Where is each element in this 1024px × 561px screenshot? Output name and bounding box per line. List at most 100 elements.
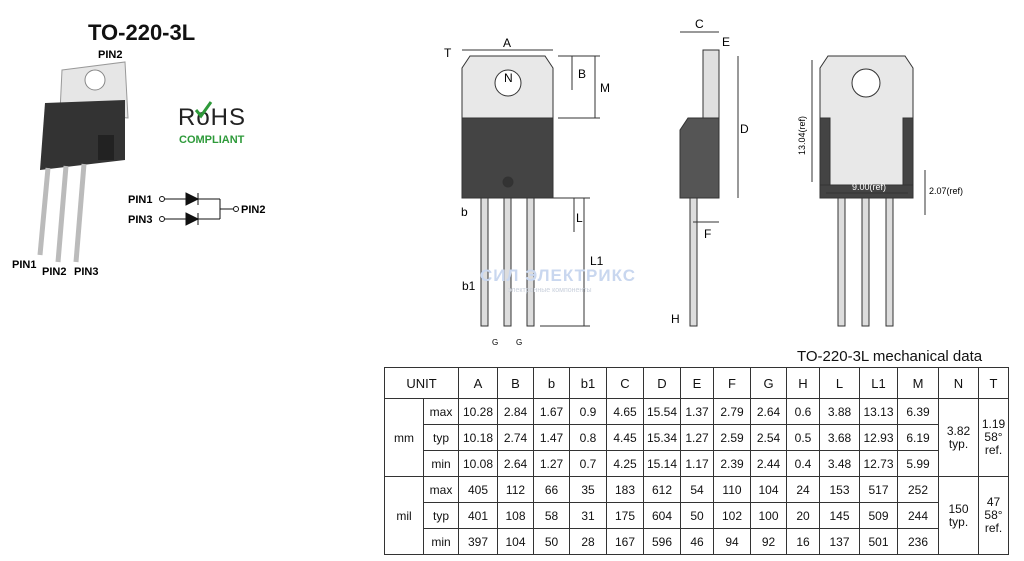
column-header-E: E (680, 367, 714, 399)
row-kind: max (423, 476, 459, 503)
value-cell: 612 (643, 476, 681, 503)
t-value-line: ref. (984, 521, 1003, 535)
package-3d-image (37, 61, 129, 263)
value-cell: 6.39 (897, 398, 939, 425)
rohs-logo: RoHS (178, 104, 247, 131)
column-header-C: C (606, 367, 644, 399)
dim-C: C (695, 17, 704, 31)
side-view-drawing (679, 31, 739, 327)
value-cell: 102 (713, 502, 751, 529)
row-kind: min (423, 528, 459, 555)
value-cell: 16 (786, 528, 820, 555)
value-cell: 1.27 (533, 450, 570, 477)
value-cell: 10.08 (458, 450, 498, 477)
value-cell: 20 (786, 502, 820, 529)
row-kind: typ (423, 424, 459, 451)
t-value-line: ref. (984, 443, 1003, 457)
dim-G-2: G (516, 338, 522, 345)
value-cell: 167 (606, 528, 644, 555)
column-header-b1: b1 (569, 367, 607, 399)
schematic-pin3: PIN3 (128, 214, 152, 226)
column-header-L: L (819, 367, 860, 399)
value-cell: 2.84 (497, 398, 534, 425)
watermark-sub: электронные компоненты (508, 287, 592, 294)
column-header-L1: L1 (859, 367, 898, 399)
value-cell: 1.17 (680, 450, 714, 477)
value-cell: 1.47 (533, 424, 570, 451)
value-cell: 3.68 (819, 424, 860, 451)
value-cell: 10.28 (458, 398, 498, 425)
dim-T: T (444, 46, 452, 60)
schematic-pin2: PIN2 (241, 204, 265, 216)
value-cell: 1.67 (533, 398, 570, 425)
value-cell: 183 (606, 476, 644, 503)
value-cell: 58 (533, 502, 570, 529)
value-cell: 501 (859, 528, 898, 555)
schematic-pin1: PIN1 (128, 194, 152, 206)
column-header-b: b (533, 367, 570, 399)
value-cell: 15.34 (643, 424, 681, 451)
value-cell: 108 (497, 502, 534, 529)
t-value-line: 47 (986, 495, 1001, 509)
column-header-N: N (938, 367, 979, 399)
row-kind: max (423, 398, 459, 425)
value-cell: 1.37 (680, 398, 714, 425)
value-cell: 401 (458, 502, 498, 529)
value-cell: 5.99 (897, 450, 939, 477)
pin2-label: PIN2 (42, 266, 66, 278)
pin2-top-label: PIN2 (98, 49, 122, 61)
t-value-line: 58° (984, 430, 1003, 444)
value-cell: 100 (750, 502, 787, 529)
value-cell: 10.18 (458, 424, 498, 451)
value-cell: 3.88 (819, 398, 860, 425)
value-cell: 112 (497, 476, 534, 503)
value-cell: 46 (680, 528, 714, 555)
value-cell: 4.45 (606, 424, 644, 451)
rohs-compliant: COMPLIANT (179, 134, 245, 146)
back-view-drawing (811, 55, 926, 327)
dim-F: F (704, 227, 711, 241)
value-cell: 31 (569, 502, 607, 529)
value-cell: 24 (786, 476, 820, 503)
dim-A: A (503, 36, 511, 50)
pin3-label: PIN3 (74, 266, 98, 278)
n-value-line: typ. (948, 514, 969, 529)
value-cell: 153 (819, 476, 860, 503)
value-cell: 2.64 (750, 398, 787, 425)
column-header-A: A (458, 367, 498, 399)
value-cell: 2.44 (750, 450, 787, 477)
n-value-line: 150 (948, 501, 969, 516)
dim-M: M (600, 81, 610, 95)
package-title: TO-220-3L (88, 20, 196, 45)
value-cell: 397 (458, 528, 498, 555)
value-cell: 2.79 (713, 398, 751, 425)
front-view-drawing (461, 49, 600, 327)
value-cell: 28 (569, 528, 607, 555)
value-cell: 405 (458, 476, 498, 503)
row-kind: min (423, 450, 459, 477)
value-cell: 244 (897, 502, 939, 529)
value-cell: 0.5 (786, 424, 820, 451)
unit-cell: mil (384, 476, 424, 555)
dim-b1: b1 (462, 279, 476, 293)
value-cell: 50 (680, 502, 714, 529)
value-cell: 252 (897, 476, 939, 503)
value-cell: 175 (606, 502, 644, 529)
value-cell: 137 (819, 528, 860, 555)
value-cell: 604 (643, 502, 681, 529)
dim-H: H (671, 312, 680, 326)
t-value-line: 58° (984, 508, 1003, 522)
value-cell: 104 (497, 528, 534, 555)
value-cell: 15.54 (643, 398, 681, 425)
pin1-label: PIN1 (12, 259, 36, 271)
value-cell: 2.64 (497, 450, 534, 477)
n-value-line: typ. (948, 436, 969, 451)
value-cell: 15.14 (643, 450, 681, 477)
value-cell: 12.73 (859, 450, 898, 477)
value-cell: 2.54 (750, 424, 787, 451)
